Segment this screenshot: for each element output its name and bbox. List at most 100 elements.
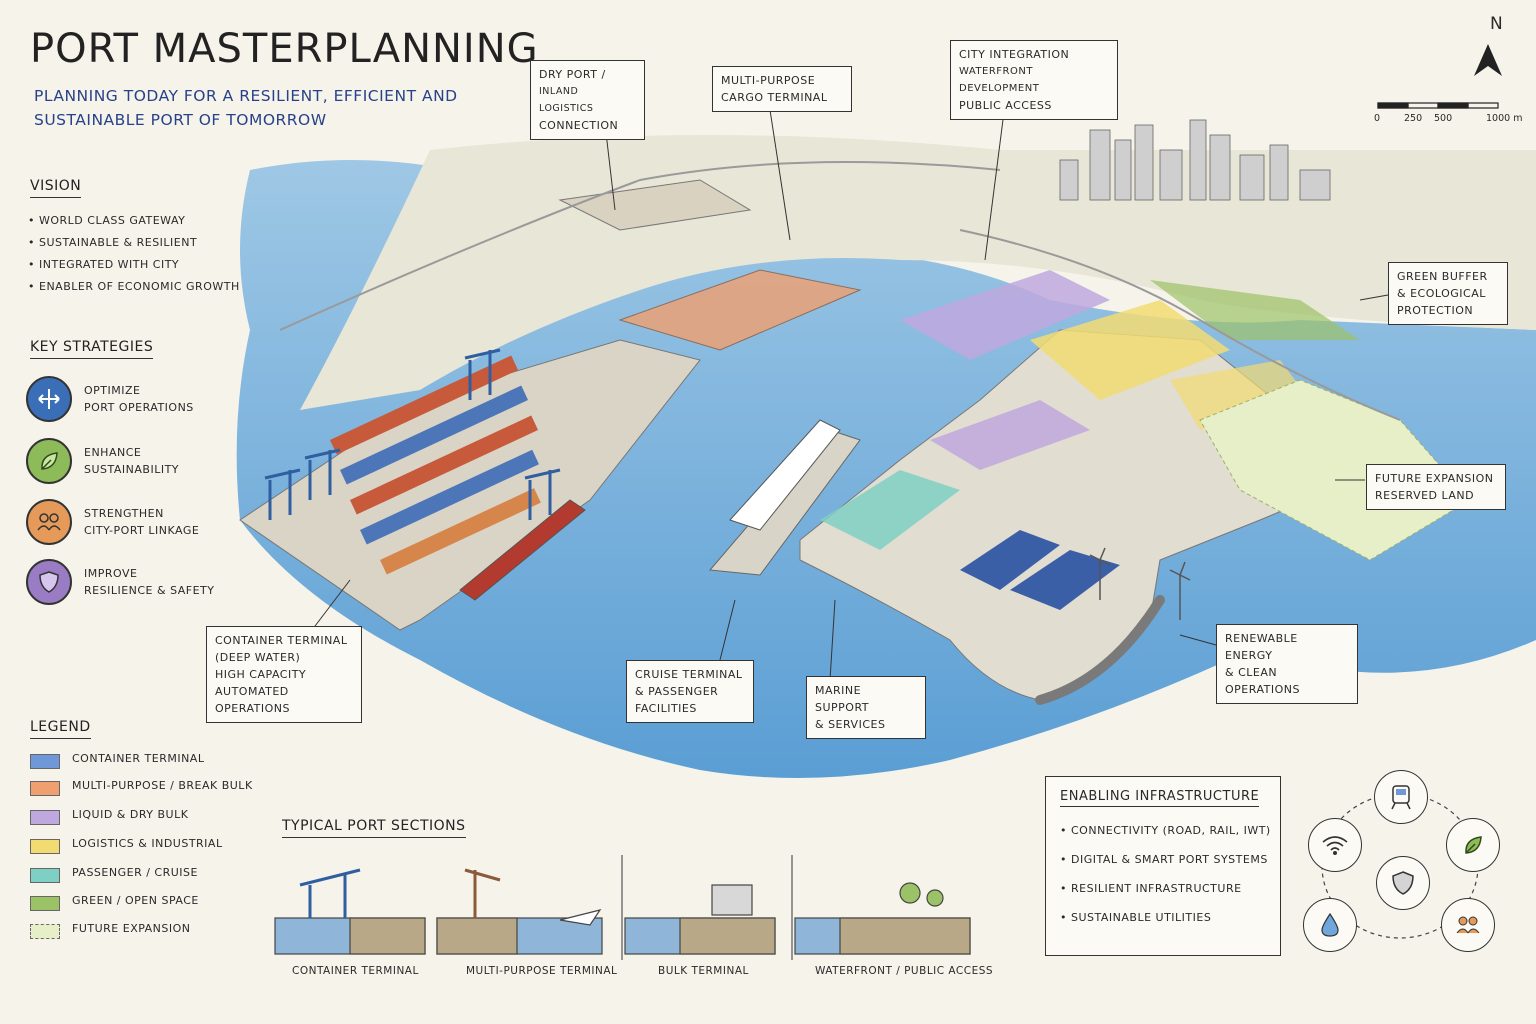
container-cranes xyxy=(264,348,561,520)
dry-port-zone xyxy=(558,179,752,231)
legend-label: Liquid & dry bulk xyxy=(72,808,189,821)
legend-label: Multi-purpose / break bulk xyxy=(72,779,253,792)
strategy-sustainability: Enhance Sustainability xyxy=(26,438,256,484)
legend-item-passenger: Passenger / cruise xyxy=(30,864,290,884)
solar-farm xyxy=(960,530,1120,610)
breakwater xyxy=(1035,595,1165,705)
train-icon xyxy=(1374,770,1428,824)
people-icon xyxy=(26,499,72,545)
list-item: Digital & smart port systems xyxy=(1060,850,1271,879)
legend-item-future: Future expansion xyxy=(30,920,290,940)
vision-list: World class gateway Sustainable & resili… xyxy=(28,210,240,298)
legend-heading: Legend xyxy=(30,719,91,739)
roads xyxy=(279,161,1401,421)
shield-icon xyxy=(26,559,72,605)
logistics-zone xyxy=(1030,300,1230,400)
section-label-multipurpose: Multi-purpose terminal xyxy=(466,965,618,977)
legend-label: Green / open space xyxy=(72,894,199,907)
legend-swatch xyxy=(30,868,60,883)
scale-bar xyxy=(1377,102,1499,109)
callout-renewable: Renewable energy & clean operations xyxy=(1216,624,1358,704)
legend-swatch xyxy=(30,924,60,939)
list-item: Sustainable utilities xyxy=(1060,908,1271,937)
callout-leaders xyxy=(311,103,1389,681)
strategy-line2: Port operations xyxy=(84,401,194,414)
scale-tick: 1000 m xyxy=(1486,113,1523,124)
legend-swatch xyxy=(30,754,60,769)
legend-label: Logistics & industrial xyxy=(72,837,223,850)
strategy-line1: Improve xyxy=(84,567,138,580)
legend-label: Passenger / cruise xyxy=(72,866,198,879)
liquid-bulk-zone xyxy=(900,270,1110,360)
wind-turbines xyxy=(1089,547,1191,620)
sections-heading: Typical Port Sections xyxy=(282,818,466,838)
strategies-heading: Key Strategies xyxy=(30,339,154,359)
callout-cruise: Cruise terminal & passenger facilities xyxy=(626,660,754,723)
scale-tick: 0 xyxy=(1374,113,1381,124)
scale-tick: 250 xyxy=(1404,113,1423,124)
legend-item-container: Container terminal xyxy=(30,750,290,770)
list-item: Integrated with city xyxy=(28,254,240,276)
water-drop-icon xyxy=(1303,898,1357,952)
strategy-line2: Resilience & safety xyxy=(84,584,215,597)
list-item: Connectivity (road, rail, IWT) xyxy=(1060,821,1271,850)
page-title: Port Masterplanning xyxy=(30,26,539,72)
logistics-zone-2 xyxy=(1170,360,1310,430)
callout-future-expansion: Future expansion reserved land xyxy=(1366,464,1506,510)
callout-green-buffer: Green buffer & ecological protection xyxy=(1388,262,1508,325)
strategy-resilience: Improve Resilience & safety xyxy=(26,559,256,605)
callout-multi-purpose: Multi-purpose cargo terminal xyxy=(712,66,852,112)
strategy-optimize: Optimize Port operations xyxy=(26,376,256,422)
compass-icon xyxy=(1474,44,1502,76)
compass-label: N xyxy=(1490,14,1504,34)
legend-label: Future expansion xyxy=(72,922,191,935)
section-label-bulk: Bulk terminal xyxy=(658,965,749,977)
list-item: Enabler of economic growth xyxy=(28,276,240,298)
strategy-line1: Optimize xyxy=(84,384,141,397)
wifi-icon xyxy=(1308,818,1362,872)
multi-purpose-zone xyxy=(618,269,862,351)
strategy-line2: Sustainability xyxy=(84,463,180,476)
legend-label: Container terminal xyxy=(72,752,205,765)
liquid-bulk-zone-2 xyxy=(930,400,1090,470)
legend-swatch xyxy=(30,781,60,796)
strategy-city-port: Strengthen City-port linkage xyxy=(26,499,256,545)
leaf-icon xyxy=(26,438,72,484)
vision-heading: Vision xyxy=(30,178,82,198)
green-buffer xyxy=(1150,280,1360,340)
strategy-line2: City-port linkage xyxy=(84,524,200,537)
callout-container-terminal: Container terminal (deep water) High cap… xyxy=(206,626,362,723)
legend-swatch xyxy=(30,896,60,911)
list-item: World class gateway xyxy=(28,210,240,232)
enabling-list: Connectivity (road, rail, IWT) Digital &… xyxy=(1060,821,1271,937)
legend-item-multipurpose: Multi-purpose / break bulk xyxy=(30,777,290,797)
scale-tick: 500 xyxy=(1434,113,1453,124)
people-icon xyxy=(1441,898,1495,952)
legend-item-green: Green / open space xyxy=(30,892,290,912)
legend-swatch xyxy=(30,810,60,825)
legend-swatch xyxy=(30,839,60,854)
strategy-line1: Enhance xyxy=(84,446,142,459)
cruise-ship xyxy=(729,419,841,531)
section-label-waterfront: Waterfront / public access xyxy=(815,965,994,977)
callout-city-integration: City integration Waterfront development … xyxy=(950,40,1118,120)
list-item: Resilient infrastructure xyxy=(1060,879,1271,908)
passenger-zone xyxy=(820,470,960,550)
callout-dry-port: Dry port / Inland logistics connection xyxy=(530,60,645,140)
enabling-infrastructure-box: Enabling Infrastructure Connectivity (ro… xyxy=(1045,776,1281,956)
section-label-container: Container terminal xyxy=(292,965,419,977)
typical-sections xyxy=(274,855,971,960)
future-expansion-land xyxy=(1199,379,1471,561)
list-item: Sustainable & resilient xyxy=(28,232,240,254)
city-skyline xyxy=(1059,119,1331,201)
strategy-line1: Strengthen xyxy=(84,507,164,520)
page-subtitle: Planning today for a resilient, efficien… xyxy=(34,87,458,129)
enabling-heading: Enabling Infrastructure xyxy=(1060,789,1260,807)
arrows-icon xyxy=(26,376,72,422)
callout-marine-support: Marine support & services xyxy=(806,676,926,739)
container-ship xyxy=(459,499,586,601)
legend-item-logistics: Logistics & industrial xyxy=(30,835,290,855)
legend-item-bulk: Liquid & dry bulk xyxy=(30,806,290,826)
leaf-icon xyxy=(1446,818,1500,872)
